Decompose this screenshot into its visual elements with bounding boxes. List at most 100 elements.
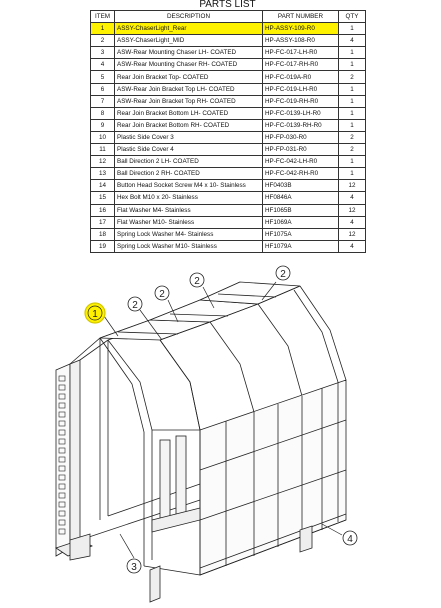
item-cell: 18	[90, 227, 115, 241]
part-number-cell: HP-FC-017-RH-R0	[262, 58, 339, 72]
item-cell: 3	[90, 46, 115, 60]
item-cell: 12	[90, 155, 115, 169]
item-cell: 7	[90, 94, 115, 108]
description-cell: ASSY-ChaserLight_MID	[114, 34, 263, 48]
qty-cell: 1	[338, 106, 366, 120]
description-cell: Spring Lock Washer M4- Stainless	[114, 227, 263, 241]
part-number-cell: HP-FC-019A-R0	[262, 70, 339, 84]
item-cell: 6	[90, 82, 115, 96]
item-cell: 5	[90, 70, 115, 84]
item-cell: 1	[90, 22, 115, 36]
front-left-column	[55, 359, 93, 557]
qty-cell: 2	[338, 143, 366, 157]
callout-4-label: 4	[347, 534, 353, 545]
part-number-cell: HP-ASSY-109-R0	[262, 22, 339, 36]
description-cell: Spring Lock Washer M10- Stainless	[114, 239, 263, 253]
part-number-cell: HP-ASSY-108-R0	[262, 34, 339, 48]
description-cell: ASW-Rear Join Bracket Top LH- COATED	[114, 82, 263, 96]
description-cell: Plastic Side Cover 3	[114, 130, 263, 145]
description-cell: Flat Washer M4- Stainless	[114, 203, 263, 217]
parts-list-title: PARTS LIST	[199, 0, 256, 10]
qty-cell: 1	[338, 155, 366, 169]
callout-2d-label: 2	[280, 269, 286, 280]
qty-cell: 1	[338, 167, 366, 181]
callout-1-label: 1	[92, 309, 98, 320]
callout-4: 4	[342, 530, 358, 546]
right-side-wall	[199, 379, 347, 576]
item-cell: 15	[90, 191, 115, 205]
base-feet	[69, 525, 313, 603]
description-cell: Ball Direction 2 RH- COATED	[114, 167, 263, 181]
part-number-cell: HP-FC-019-RH-R0	[262, 94, 339, 108]
callout-2b-label: 2	[159, 289, 165, 300]
item-cell: 2	[90, 34, 115, 48]
part-number-cell: HF1065B	[262, 203, 339, 217]
item-cell: 11	[90, 143, 115, 157]
description-cell: ASW-Rear Join Bracket Top RH- COATED	[114, 94, 263, 108]
description-cell: Ball Direction 2 LH- COATED	[114, 155, 263, 169]
qty-cell: 1	[338, 94, 366, 108]
qty-cell: 12	[338, 179, 366, 193]
callout-1: 1	[84, 302, 106, 324]
qty-cell: 4	[338, 215, 366, 229]
part-number-cell: HF1069A	[262, 215, 339, 229]
description-cell: Rear Join Bracket Top- COATED	[114, 70, 263, 84]
callout-3: 3	[126, 558, 142, 574]
part-number-cell: HF1079A	[262, 239, 339, 253]
left-inner-wall	[99, 337, 201, 576]
part-number-cell: HP-FC-017-LH-R0	[262, 46, 339, 60]
header-item: ITEM	[90, 9, 115, 24]
callout-leaders	[103, 281, 343, 559]
assembly-drawing: 1 2 2 2 2 3 4	[55, 265, 358, 603]
item-cell: 8	[90, 106, 115, 120]
qty-cell: 2	[338, 130, 366, 145]
part-number-cell: HP-FC-0139-RH-R0	[262, 118, 339, 132]
item-cell: 9	[90, 118, 115, 132]
header-part-number: PART NUMBER	[262, 9, 339, 24]
description-cell: Button Head Socket Screw M4 x 10- Stainl…	[114, 179, 263, 193]
qty-cell: 4	[338, 239, 366, 253]
item-cell: 16	[90, 203, 115, 217]
qty-cell: 1	[338, 58, 366, 72]
part-number-cell: HP-FP-030-R0	[262, 130, 339, 145]
part-number-cell: HP-FP-031-R0	[262, 143, 339, 157]
part-number-cell: HF0403B	[262, 179, 339, 193]
callout-3-label: 3	[131, 562, 137, 573]
qty-cell: 1	[338, 82, 366, 96]
item-cell: 10	[90, 130, 115, 145]
item-cell: 19	[90, 239, 115, 253]
description-cell: ASSY-ChaserLight_Rear	[114, 22, 263, 36]
callout-2b: 2	[154, 285, 170, 301]
callout-2a-label: 2	[132, 300, 138, 311]
qty-cell: 12	[338, 227, 366, 241]
description-cell: Hex Bolt M10 x 20- Stainless	[114, 191, 263, 205]
qty-cell: 12	[338, 203, 366, 217]
description-cell: ASW-Rear Mounting Chaser LH- COATED	[114, 46, 263, 60]
callout-2a: 2	[127, 296, 143, 312]
qty-cell: 4	[338, 191, 366, 205]
item-cell: 4	[90, 58, 115, 72]
callout-2c: 2	[189, 272, 205, 288]
description-cell: Rear Join Bracket Bottom RH- COATED	[114, 118, 263, 132]
item-cell: 13	[90, 167, 115, 181]
parts-list-header-row: ITEM DESCRIPTION PART NUMBER QTY	[90, 9, 366, 24]
